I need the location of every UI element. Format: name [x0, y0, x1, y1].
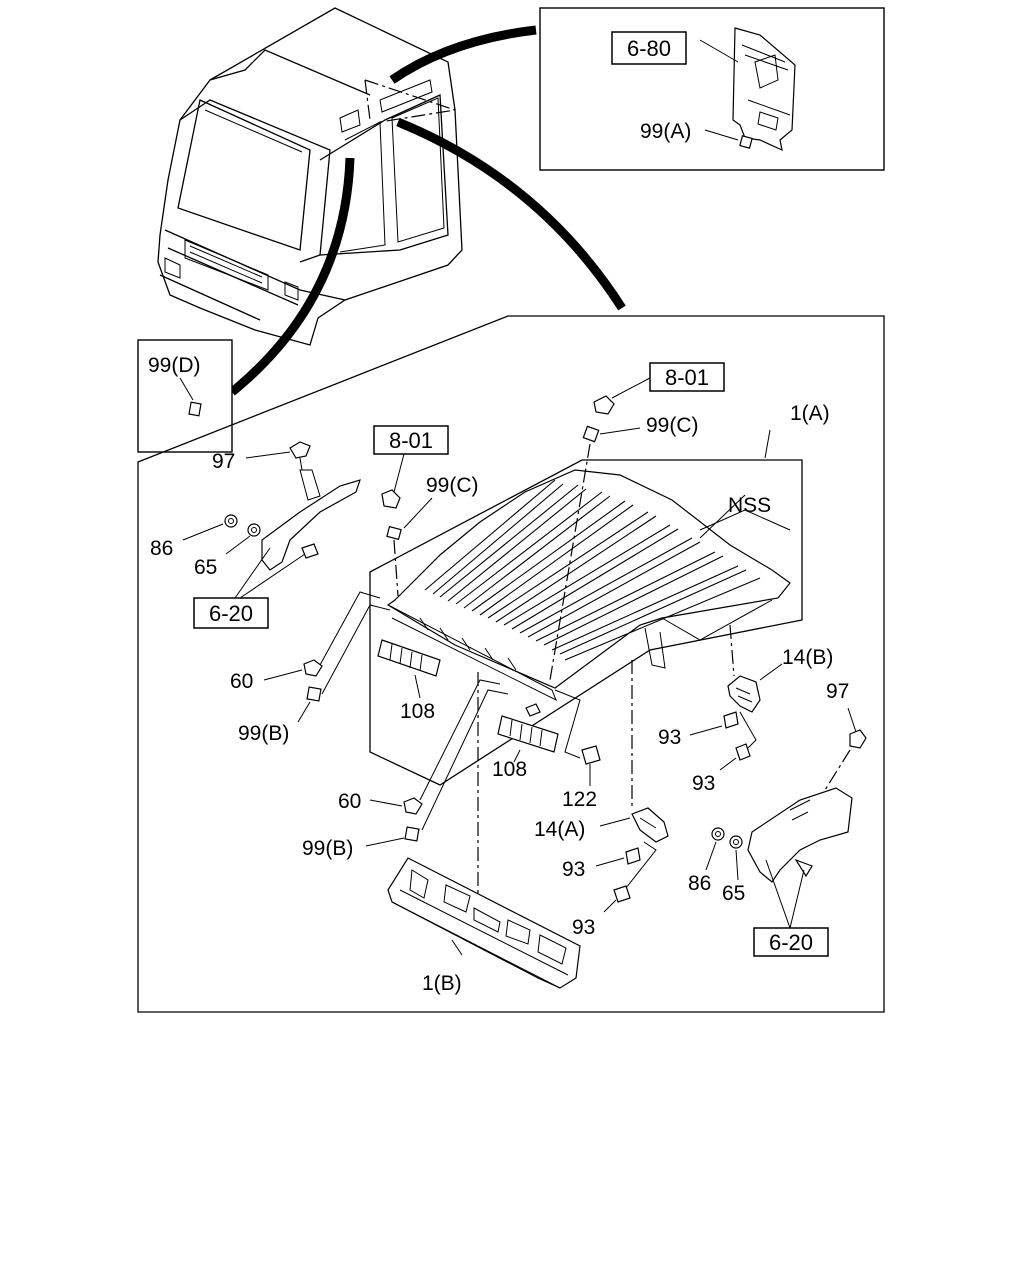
- cap-122: 122: [562, 745, 601, 811]
- ref-label-6-20-left: 6-20: [209, 601, 253, 626]
- part-label-99c-top: 99(C): [646, 414, 699, 437]
- part-label-108-left: 108: [400, 700, 435, 723]
- part-label-nss: NSS: [728, 494, 771, 517]
- part-label-65-left: 65: [194, 556, 217, 579]
- bracket-14a-group: 14(A) 93 93: [534, 660, 669, 939]
- part-label-93-c: 93: [562, 858, 585, 881]
- part-label-93-b: 93: [692, 772, 715, 795]
- clip-8-01-left: 8-01 99(C): [373, 425, 479, 597]
- ref-label-6-80: 6-80: [627, 36, 671, 61]
- clip-60-lower-group: 60 99(B): [302, 679, 509, 860]
- part-label-93-a: 93: [658, 726, 681, 749]
- ref-label-8-01-right: 8-01: [665, 365, 709, 390]
- part-label-93-d: 93: [572, 916, 595, 939]
- right-pillar-trim: 97 86 65 6-20: [688, 680, 867, 957]
- part-label-97-right: 97: [826, 680, 849, 703]
- rear-trim-1b: 1(B): [387, 672, 581, 995]
- clip-8-01-right: 8-01 99(C): [549, 362, 725, 681]
- part-label-122: 122: [562, 788, 597, 811]
- part-label-99d: 99(D): [148, 354, 201, 377]
- roof-lining-1a: 1(A) NSS: [369, 402, 830, 786]
- roof-ribs: [424, 479, 761, 661]
- inset-6-80-panel: 6-80 99(A): [539, 7, 885, 171]
- main-frame: [137, 315, 885, 1013]
- bracket-14b-group: 14(B) 93 93: [658, 624, 833, 795]
- callout-connectors: [229, 25, 626, 396]
- clip-60-upper-group: 60 99(B): [230, 591, 391, 745]
- ref-label-8-01-left: 8-01: [389, 428, 433, 453]
- inset-99d-panel: 99(D): [137, 339, 233, 453]
- retainer-108-left: 108: [377, 639, 441, 723]
- part-label-86-left: 86: [150, 537, 173, 560]
- part-label-1a: 1(A): [790, 402, 830, 425]
- part-label-14b: 14(B): [782, 646, 833, 669]
- truck-cab-illustration: [157, 7, 463, 346]
- ref-label-6-20-right: 6-20: [769, 930, 813, 955]
- part-label-99a: 99(A): [640, 120, 691, 143]
- part-label-65-right: 65: [722, 882, 745, 905]
- part-label-99b-upper: 99(B): [238, 722, 289, 745]
- part-label-60-upper: 60: [230, 670, 253, 693]
- part-label-1b: 1(B): [422, 972, 462, 995]
- part-label-97-left: 97: [212, 450, 235, 473]
- part-label-99b-lower: 99(B): [302, 837, 353, 860]
- part-label-14a: 14(A): [534, 818, 585, 841]
- part-label-60-lower: 60: [338, 790, 361, 813]
- left-pillar-trim: 97 86 65 6-20: [150, 441, 361, 629]
- part-label-99c-left: 99(C): [426, 474, 479, 497]
- part-label-108-right: 108: [492, 758, 527, 781]
- part-label-86-right: 86: [688, 872, 711, 895]
- retainer-108-right: 108: [492, 689, 581, 781]
